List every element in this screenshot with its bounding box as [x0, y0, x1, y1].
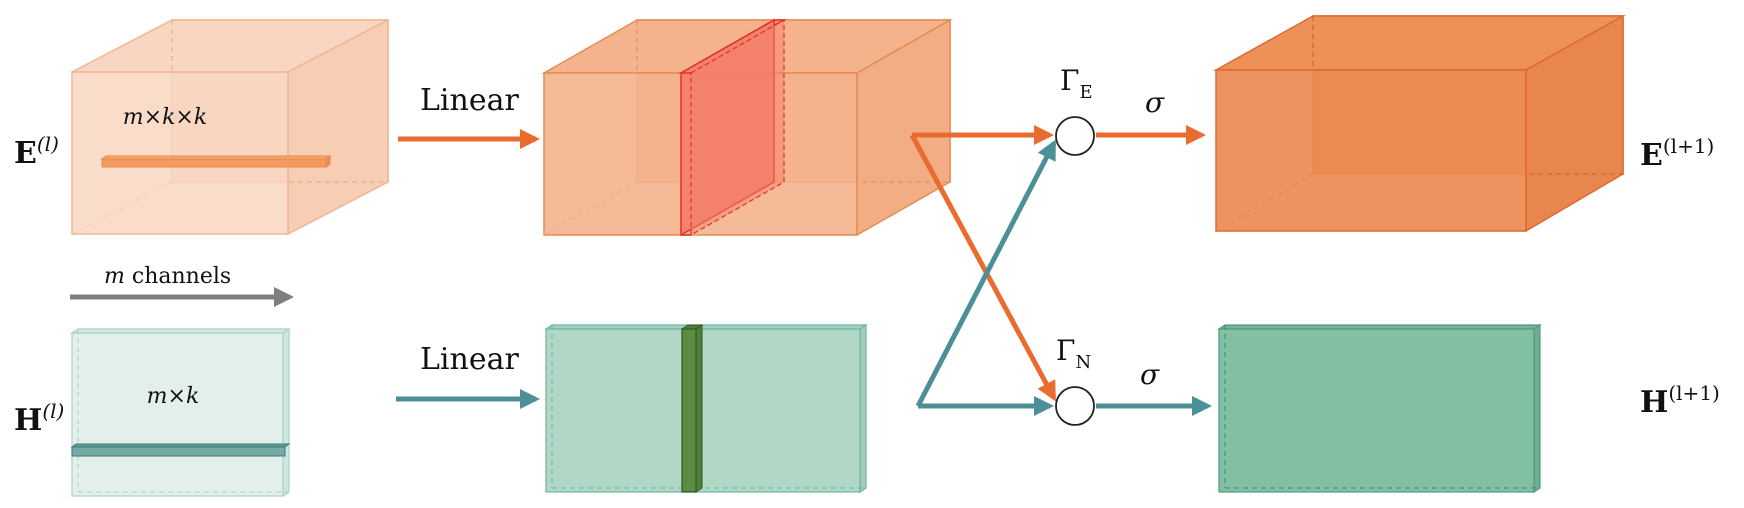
channels-label: m channels	[104, 264, 231, 289]
node-output-slab	[1217, 323, 1542, 494]
gamma-n-label: ΓN	[1056, 334, 1091, 373]
edge-input-sup: (l)	[37, 132, 59, 156]
edge-output-sup: (l+1)	[1663, 134, 1714, 158]
edge-output-base: E	[1640, 138, 1663, 173]
gamma-e-label: ΓE	[1060, 64, 1093, 103]
edge-input-label: E(l)	[14, 132, 59, 171]
node-input-base: H	[14, 403, 42, 438]
node-to-gamma-e-arrow	[915, 139, 1057, 408]
node-input-sup: (l)	[42, 399, 64, 423]
edge-input-base: E	[14, 136, 37, 171]
node-dims-label: m×k	[147, 384, 200, 409]
edge-linear-cube	[541, 18, 953, 237]
node-input-slab: m×k	[70, 327, 291, 498]
channels-var: m	[104, 264, 125, 289]
linear-bottom-label: Linear	[420, 342, 519, 377]
node-green-slab	[680, 324, 704, 493]
edge-fibre-bar	[100, 155, 332, 168]
linear-top-label: Linear	[420, 83, 519, 118]
edge-output-label: E(l+1)	[1640, 134, 1714, 173]
gamma-e-sub: E	[1079, 82, 1092, 103]
edge-input-cube: m×k×k	[71, 18, 389, 236]
node-output-sup: (l+1)	[1668, 381, 1719, 405]
gamma-n-base: Γ	[1056, 334, 1075, 367]
gamma-n-sub: N	[1075, 352, 1091, 373]
sigma-bottom-label: σ	[1140, 358, 1160, 391]
node-input-label: H(l)	[14, 399, 64, 438]
edge-output-cube	[1213, 14, 1626, 233]
node-output-base: H	[1640, 385, 1668, 420]
node-output-label: H(l+1)	[1640, 381, 1720, 420]
edge-red-slab	[678, 18, 787, 237]
edge-dims-label: m×k×k	[123, 105, 207, 130]
node-linear-slab	[544, 323, 868, 494]
channels-text: channels	[125, 264, 231, 289]
gamma-n-node	[1055, 386, 1095, 426]
channels-annotation: m channels	[70, 264, 294, 307]
sigma-top-label: σ	[1145, 86, 1165, 119]
gamma-e-node	[1055, 116, 1095, 156]
edge-to-gamma-n-arrow	[909, 133, 1057, 402]
node-row-bar	[70, 443, 291, 457]
gamma-e-base: Γ	[1060, 64, 1079, 97]
